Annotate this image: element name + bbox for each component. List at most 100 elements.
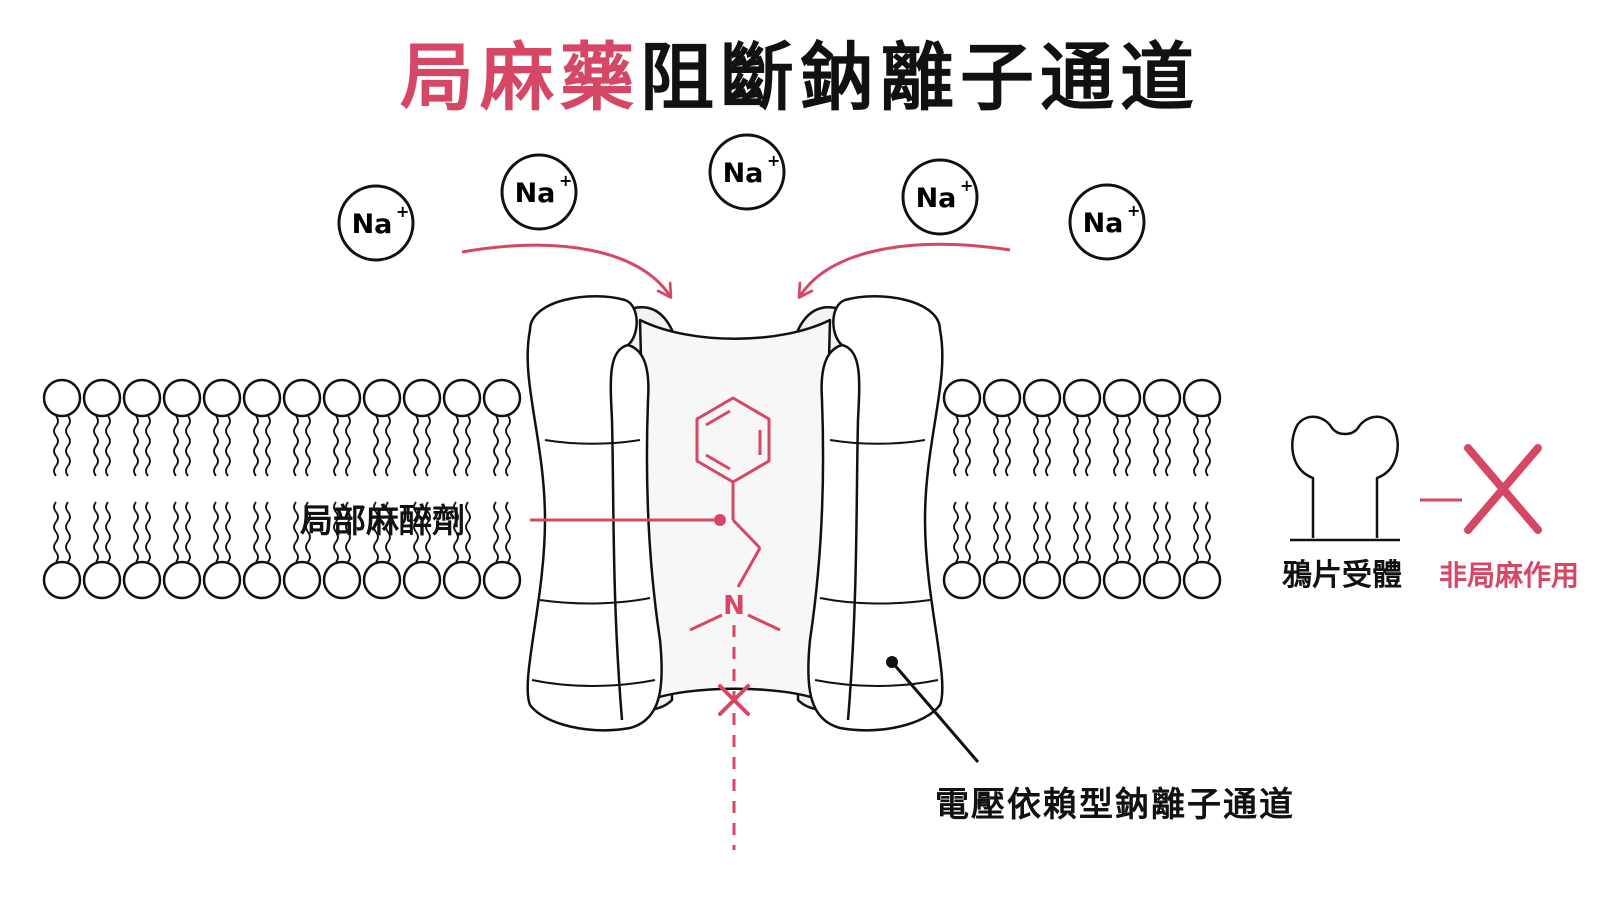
phospholipid-tail xyxy=(965,501,971,563)
phospholipid-head xyxy=(482,560,522,600)
phospholipid-tail xyxy=(345,501,351,563)
ion-symbol: Na xyxy=(723,158,764,189)
phospholipid-tail xyxy=(133,415,139,477)
phospholipid-tail xyxy=(1085,415,1091,477)
channel-subunit-right-edge xyxy=(841,343,861,721)
title-rest: 阻斷鈉離子通道 xyxy=(640,35,1200,121)
phospholipid-tail xyxy=(173,501,179,563)
phospholipid-tail xyxy=(213,415,219,477)
not-anesthetic-label: 非局麻作用 xyxy=(1439,559,1579,592)
phospholipid-head xyxy=(1062,378,1102,418)
phospholipid-head xyxy=(1142,378,1182,418)
phospholipid-tail xyxy=(965,415,971,477)
ion-charge: + xyxy=(1127,201,1140,220)
drug-label: 局部麻醉劑 xyxy=(300,501,465,540)
phospholipid-tail xyxy=(425,501,431,563)
phospholipid-tail xyxy=(1073,415,1079,477)
ion-flow-arrow-left xyxy=(461,243,673,299)
phospholipid-head xyxy=(982,378,1022,418)
opioid-receptor-label: 鴉片受體 xyxy=(1282,558,1402,593)
ion-circle xyxy=(901,158,979,236)
lipid-bilayer-right xyxy=(942,378,1222,600)
phospholipid-tail xyxy=(1193,415,1199,477)
phospholipid-head xyxy=(82,378,122,418)
phospholipid-tail xyxy=(65,415,71,477)
ion-charge: + xyxy=(960,176,973,195)
ion-symbol: Na xyxy=(515,178,556,209)
phospholipid-tail xyxy=(1045,415,1051,477)
phospholipid-tail xyxy=(1153,501,1159,563)
channel-pore xyxy=(638,318,832,702)
phospholipid-tail xyxy=(225,501,231,563)
phospholipid-tail xyxy=(465,415,471,477)
channel-subunit-left xyxy=(526,295,663,732)
phospholipid-tail xyxy=(385,415,391,477)
phospholipid-head xyxy=(82,560,122,600)
phospholipid-tail xyxy=(1125,415,1131,477)
phospholipid-head xyxy=(402,378,442,418)
phospholipid-head xyxy=(942,378,982,418)
phospholipid-head xyxy=(162,560,202,600)
title-accent: 局麻藥 xyxy=(400,35,640,121)
phospholipid-tail xyxy=(385,501,391,563)
phospholipid-tail xyxy=(333,501,339,563)
phospholipid-tail xyxy=(253,415,259,477)
block-x-icon xyxy=(718,684,750,716)
phospholipid-tail xyxy=(93,415,99,477)
phospholipid-tail xyxy=(65,501,71,563)
phospholipid-head xyxy=(402,560,442,600)
phospholipid-tail xyxy=(1005,415,1011,477)
phospholipid-tail xyxy=(1085,501,1091,563)
phospholipid-tail xyxy=(993,415,999,477)
phospholipid-tail xyxy=(1193,501,1199,563)
phospholipid-tail xyxy=(1073,501,1079,563)
ion-circle xyxy=(500,153,578,231)
phospholipid-tail xyxy=(413,415,419,477)
phospholipid-head xyxy=(1102,560,1142,600)
ion-flow-arrow-right xyxy=(797,242,1011,299)
phospholipid-tail xyxy=(1113,501,1119,563)
phospholipid-head xyxy=(202,560,242,600)
ion-symbol: Na xyxy=(1083,208,1124,239)
phospholipid-tail xyxy=(1033,415,1039,477)
sodium-ions: Na+Na+Na+Na+Na+ xyxy=(337,133,1146,262)
phospholipid-head xyxy=(1102,378,1142,418)
lipid-bilayer-left xyxy=(42,378,522,600)
phospholipid-tail xyxy=(1205,415,1211,477)
sodium-channel xyxy=(526,295,944,732)
phospholipid-tail xyxy=(1113,415,1119,477)
phospholipid-tail xyxy=(1033,501,1039,563)
phospholipid-tail xyxy=(253,501,259,563)
phospholipid-tail xyxy=(413,501,419,563)
phospholipid-tail xyxy=(505,415,511,477)
phospholipid-tail xyxy=(1125,501,1131,563)
phospholipid-head xyxy=(1022,560,1062,600)
phospholipid-tail xyxy=(173,415,179,477)
ion-charge: + xyxy=(767,151,780,170)
channel-pointer-line xyxy=(890,661,980,763)
phospholipid-tail xyxy=(105,415,111,477)
phospholipid-tail xyxy=(953,415,959,477)
phospholipid-tail xyxy=(265,501,271,563)
sodium-ion: Na+ xyxy=(1068,183,1146,261)
nitrogen-atom-label: N xyxy=(723,591,745,621)
phospholipid-tail xyxy=(453,501,459,563)
phospholipid-head xyxy=(202,378,242,418)
phospholipid-tail xyxy=(1005,501,1011,563)
phospholipid-head xyxy=(42,378,82,418)
phospholipid-head xyxy=(1182,560,1222,600)
phospholipid-tail xyxy=(453,415,459,477)
ion-symbol: Na xyxy=(916,183,957,214)
opioid-receptor-icon xyxy=(1290,415,1400,542)
phospholipid-tail xyxy=(1205,501,1211,563)
phospholipid-tail xyxy=(145,415,151,477)
ion-charge: + xyxy=(559,171,572,190)
phospholipid-tail xyxy=(265,415,271,477)
phospholipid-head xyxy=(1142,560,1182,600)
phospholipid-head xyxy=(982,560,1022,600)
phospholipid-tail xyxy=(493,415,499,477)
phospholipid-tail xyxy=(185,501,191,563)
phospholipid-head xyxy=(482,378,522,418)
local-anesthetic-molecule xyxy=(689,396,781,632)
sodium-ion: Na+ xyxy=(500,153,578,231)
